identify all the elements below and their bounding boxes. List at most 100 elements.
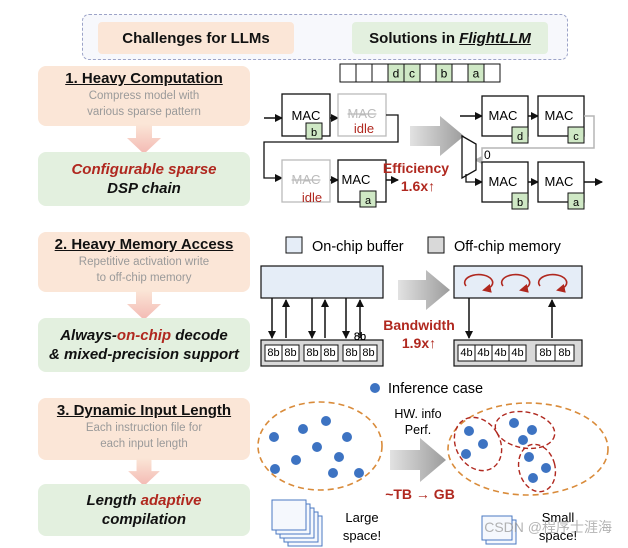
memory-cell-label: 8b	[345, 347, 357, 359]
file-stack-small-icon	[481, 515, 517, 545]
onchip-buffer	[453, 265, 583, 299]
mac-tag-label: d	[517, 131, 523, 143]
large-space-oval	[257, 401, 383, 491]
inference-case-dot	[527, 425, 537, 435]
memory-cell-label: 8b	[284, 347, 296, 359]
mac-tag	[567, 126, 585, 144]
sparse-vector-cell-zero	[419, 63, 437, 83]
sparse-vector-cell-zero	[339, 63, 357, 83]
solution-text: DSP chain	[107, 180, 181, 197]
inference-points-left	[269, 416, 364, 478]
challenge-desc-line: various sparse pattern	[87, 106, 201, 118]
solution-text: compilation	[101, 511, 187, 528]
transition-arrow	[410, 116, 464, 156]
large-space-label: space!	[343, 528, 381, 543]
reduction-label: ~TB → GB	[385, 486, 455, 502]
mac-tag	[511, 192, 529, 210]
inference-points-right	[461, 418, 551, 483]
header-solutions-name: FlightLLM	[459, 29, 531, 47]
memory-arrows-left	[268, 298, 364, 339]
mac-tag	[305, 122, 323, 140]
inference-case-dot	[342, 432, 352, 442]
mac-unit-idle	[337, 93, 387, 137]
efficiency-value: 1.6x↑	[401, 178, 435, 194]
memory-cell	[359, 344, 378, 362]
inference-case-dot	[312, 442, 322, 452]
memory-cell	[554, 344, 575, 362]
bypass-wire	[474, 115, 595, 164]
inference-case-dot	[524, 452, 534, 462]
challenge-box-memory: 2. Heavy Memory Access Repetitive activa…	[38, 232, 250, 292]
offchip-legend-swatch	[427, 236, 445, 254]
sparse-vector-cell-label: b	[441, 67, 448, 81]
down-arrow-icon	[127, 290, 161, 320]
bandwidth-value: 1.9x↑	[402, 335, 436, 351]
memory-cell-label: 8b	[323, 347, 335, 359]
memory-cell-label: 8b	[267, 347, 279, 359]
challenge-title: 2. Heavy Memory Access	[54, 236, 234, 253]
sparse-vector-cell-zero	[355, 63, 373, 83]
memory-cell-label: 4b	[494, 347, 506, 359]
mac-label: MAC	[545, 174, 574, 189]
inference-case-label: Inference case	[388, 381, 483, 397]
cluster-oval	[517, 443, 557, 493]
idle-label: idle	[302, 190, 322, 205]
memory-cell-label: 8b	[539, 347, 551, 359]
header-challenges-label: Challenges for LLMs	[98, 22, 294, 54]
sparse-vector-cell-label: c	[409, 67, 415, 81]
solution-text: Length	[86, 492, 141, 509]
small-space-label: space!	[539, 528, 577, 543]
memory-cell-label: 8b	[362, 347, 374, 359]
mac-tag-label: c	[573, 131, 579, 143]
solution-box-input-length: Length adaptive compilation	[38, 484, 250, 536]
challenge-box-input-length: 3. Dynamic Input Length Each instruction…	[38, 398, 250, 460]
memory-cell-label: 8b	[354, 331, 366, 343]
mac-label: MAC	[348, 106, 377, 121]
mux-zero-label: 0	[484, 148, 491, 162]
cluster-oval	[494, 410, 556, 450]
sparse-vector-cell-label: a	[473, 67, 480, 81]
solution-text: decode	[171, 327, 228, 344]
memory-cell-label: 4b	[460, 347, 472, 359]
mux-icon	[461, 134, 477, 180]
inference-case-dot	[354, 468, 364, 478]
onchip-legend-swatch	[285, 236, 303, 254]
header-solutions-label: Solutions in FlightLLM	[352, 22, 548, 54]
offchip-legend-label: Off-chip memory	[454, 239, 562, 255]
inference-case-dot	[269, 432, 279, 442]
mac-label: MAC	[342, 172, 371, 187]
mac-tag	[511, 126, 529, 144]
transition-arrow	[390, 438, 446, 482]
perf-label: Perf.	[405, 423, 431, 437]
solution-text: & mixed-precision support	[48, 346, 240, 363]
optimized-space-oval	[447, 402, 609, 496]
sparse-vector-cell-zero	[451, 63, 469, 83]
watermark: CSDN @程序士涯海	[484, 519, 612, 535]
challenge-desc-line: to off-chip memory	[96, 272, 192, 284]
flow-wire	[465, 174, 483, 186]
solution-text: Always-	[60, 327, 117, 344]
inference-case-dot	[461, 449, 471, 459]
inference-case-legend-dot	[370, 383, 380, 393]
inference-case-dot	[464, 426, 474, 436]
memory-cell	[508, 344, 527, 362]
down-arrow-icon	[127, 124, 161, 154]
mac-tag	[567, 192, 585, 210]
transition-arrow	[398, 270, 450, 310]
mac-label: MAC	[489, 174, 518, 189]
challenge-desc-line: Repetitive activation write	[78, 256, 210, 268]
efficiency-label: Efficiency	[383, 160, 449, 176]
mac-tag-label: b	[517, 197, 523, 209]
mac-label: MAC	[292, 108, 321, 123]
header-solutions-prefix: Solutions in	[369, 29, 460, 47]
inference-case-dot	[298, 424, 308, 434]
memory-cell-label: 8b	[354, 331, 366, 343]
reuse-circle-icon	[463, 273, 568, 293]
mac-label: MAC	[489, 108, 518, 123]
file-stack-large-icon	[271, 499, 323, 547]
idle-label: idle	[354, 121, 374, 136]
challenge-desc-line: Compress model with	[88, 90, 200, 102]
flow-wire	[263, 114, 399, 182]
